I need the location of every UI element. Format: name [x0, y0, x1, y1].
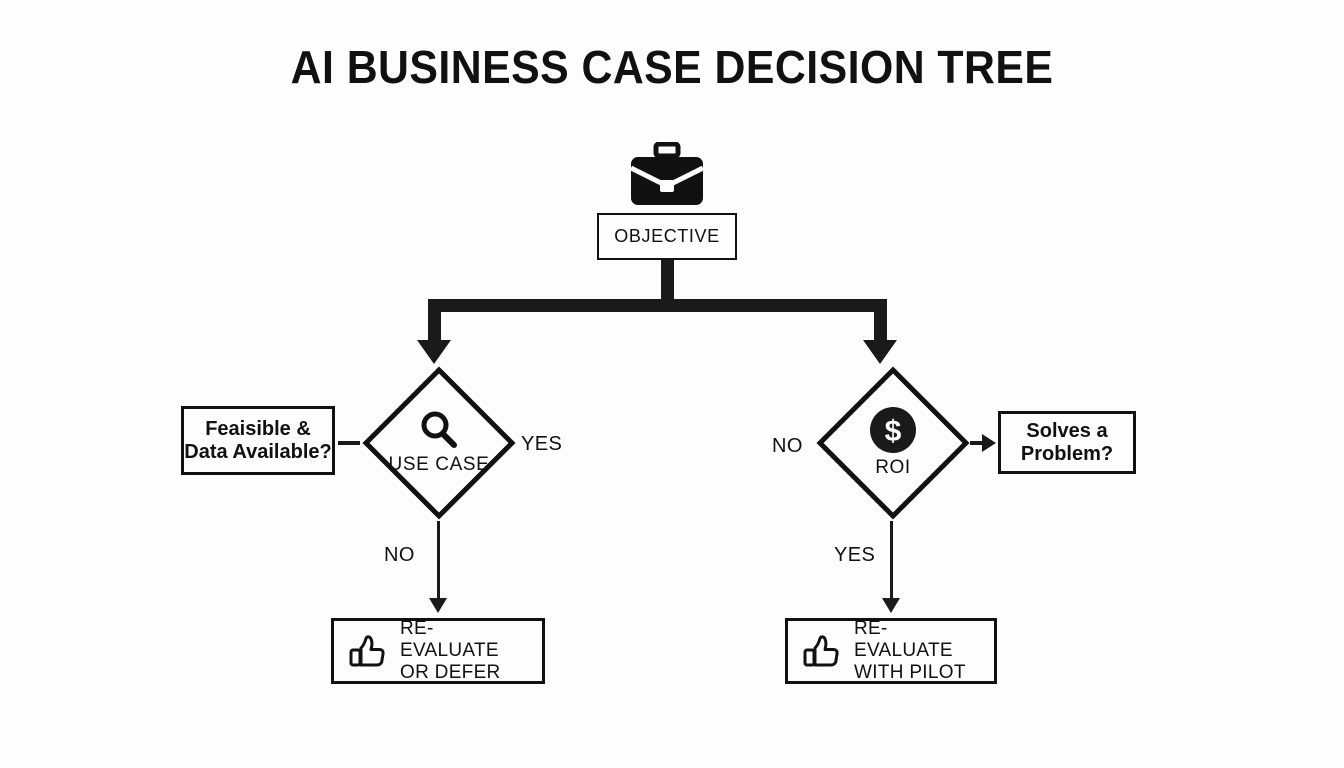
- use-case-decision-node[interactable]: USE CASE: [362, 366, 516, 520]
- feasible-condition-node[interactable]: Feaisible & Data Available?: [181, 406, 335, 475]
- roi-label: ROI: [875, 457, 911, 478]
- outcome-node-re-evaluate-or-defer[interactable]: RE-EVALUATE OR DEFER: [331, 618, 545, 684]
- objective-node[interactable]: OBJECTIVE: [597, 213, 737, 260]
- connector-use-case-to-outcome: [437, 521, 440, 599]
- page-title: AI BUSINESS CASE DECISION TREE: [290, 41, 1054, 93]
- thumbs-up-icon: [348, 632, 388, 670]
- objective-label: OBJECTIVE: [614, 226, 720, 247]
- arrowhead-to-use-case: [417, 340, 451, 364]
- connector-roi-to-outcome: [890, 521, 893, 599]
- thumbs-up-icon: [802, 632, 842, 670]
- connector-trunk-horizontal: [428, 299, 887, 312]
- use-case-label: USE CASE: [388, 454, 490, 475]
- arrowhead-to-outcome-right: [882, 598, 900, 613]
- solves-condition-node[interactable]: Solves a Problem?: [998, 411, 1136, 474]
- magnifier-icon: [419, 410, 459, 450]
- solves-label: Solves a Problem?: [1020, 420, 1114, 465]
- briefcase-icon: [627, 142, 707, 208]
- connector-feasible-to-use-case: [338, 441, 360, 445]
- connector-left-drop: [428, 299, 441, 341]
- connector-roi-to-solves: [970, 441, 984, 445]
- feasible-label: Feaisible & Data Available?: [184, 418, 332, 463]
- edge-label-roi-no: NO: [772, 435, 803, 457]
- svg-text:$: $: [885, 415, 902, 448]
- connector-right-drop: [874, 299, 887, 341]
- roi-decision-node[interactable]: $ ROI: [816, 366, 970, 520]
- arrowhead-to-outcome-left: [429, 598, 447, 613]
- dollar-coin-icon: $: [869, 407, 917, 453]
- diamond-outline: [362, 366, 516, 520]
- edge-label-use-case-yes: YES: [521, 433, 563, 455]
- outcome-node-re-evaluate-with-pilot[interactable]: RE-EVALUATE WITH PILOT: [785, 618, 997, 684]
- arrowhead-to-solves: [982, 434, 996, 452]
- arrowhead-to-roi: [863, 340, 897, 364]
- outcome-left-label: RE-EVALUATE OR DEFER: [400, 618, 501, 683]
- edge-label-use-case-no: NO: [384, 544, 415, 566]
- edge-label-roi-yes: YES: [834, 544, 876, 566]
- outcome-right-label: RE-EVALUATE WITH PILOT: [854, 618, 966, 683]
